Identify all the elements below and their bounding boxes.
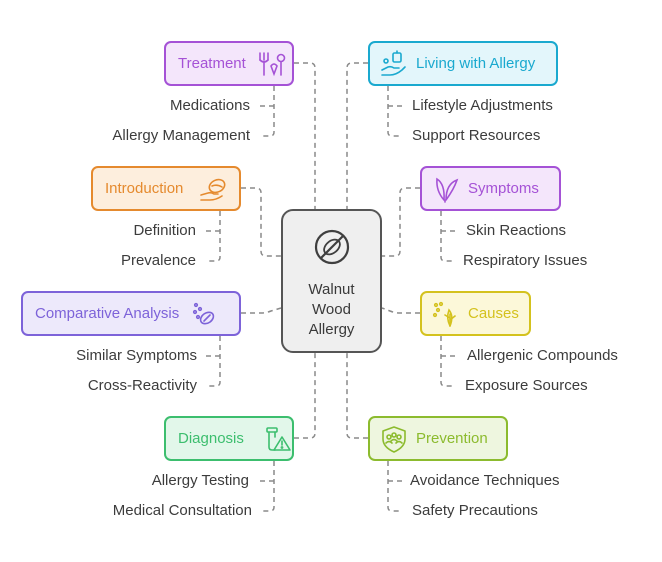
branch-comparative	[206, 336, 221, 387]
topic-introduction-label: Introduction	[105, 180, 184, 197]
topic-causes-label: Causes	[468, 305, 519, 322]
topic-living-with-allergy-label: Living with Allergy	[416, 55, 536, 72]
central-topic: Walnut Wood Allergy	[281, 209, 382, 353]
branch-introduction	[206, 211, 221, 262]
branch-treatment	[260, 86, 275, 137]
branch-diagnosis	[260, 461, 275, 512]
subtopic-allergenic-compounds: Allergenic Compounds	[467, 347, 618, 364]
connector-diagnosis	[294, 353, 316, 439]
topic-diagnosis-label: Diagnosis	[178, 430, 244, 447]
subtopic-definition: Definition	[133, 222, 196, 239]
pills-icon	[189, 300, 217, 328]
topic-symptoms-label: Symptoms	[468, 180, 539, 197]
topic-living-with-allergy[interactable]: Living with Allergy	[368, 41, 558, 86]
shield-people-icon	[380, 425, 408, 453]
branch-causes	[440, 336, 455, 387]
branch-symptoms	[440, 211, 455, 262]
connector-causes	[381, 307, 420, 314]
central-title-line-2: Wood	[312, 301, 351, 318]
subtopic-safety-precautions: Safety Precautions	[412, 502, 538, 519]
subtopic-medications: Medications	[169, 97, 250, 114]
subtopic-prevalence: Prevalence	[120, 252, 196, 269]
topic-causes[interactable]: Causes	[420, 291, 531, 336]
topic-comparative-analysis[interactable]: Comparative Analysis	[21, 291, 241, 336]
pollen-icon	[432, 300, 460, 328]
subtopic-exposure-sources: Exposure Sources	[465, 377, 588, 394]
topic-treatment[interactable]: Treatment	[164, 41, 294, 86]
topic-symptoms[interactable]: Symptoms	[420, 166, 561, 211]
subtopic-similar-symptoms: Similar Symptoms	[76, 347, 197, 364]
lab-test-icon	[264, 425, 292, 453]
central-title-line-1: Walnut	[308, 281, 355, 298]
topic-comparative-analysis-label: Comparative Analysis	[35, 305, 180, 322]
connector-treatment	[294, 62, 316, 209]
subtopic-allergy-testing: Allergy Testing	[151, 472, 249, 489]
subtopic-lifestyle-adjustments: Lifestyle Adjustments	[412, 97, 553, 114]
subtopic-medical-consultation: Medical Consultation	[112, 502, 252, 519]
branch-prevention	[387, 461, 402, 512]
leaf-icon	[432, 175, 460, 203]
no-walnut-icon	[312, 227, 352, 272]
connector-prevention	[346, 353, 368, 439]
subtopic-support-resources: Support Resources	[412, 127, 541, 144]
subtopic-cross-reactivity: Cross-Reactivity	[87, 377, 197, 394]
connector-introduction	[241, 187, 281, 257]
central-title-line-3: Allergy	[308, 321, 355, 338]
subtopic-skin-reactions: Skin Reactions	[466, 222, 567, 239]
subtopic-allergy-management: Allergy Management	[112, 127, 250, 144]
topic-diagnosis[interactable]: Diagnosis	[164, 416, 294, 461]
hand-care-icon	[380, 49, 408, 78]
connector-symptoms	[382, 187, 420, 257]
central-topic-title: Walnut Wood Allergy	[308, 280, 354, 340]
walnut-hand-icon	[199, 175, 229, 203]
topic-prevention[interactable]: Prevention	[368, 416, 508, 461]
topic-prevention-label: Prevention	[416, 430, 488, 447]
subtopic-avoidance-techniques: Avoidance Techniques	[410, 472, 560, 489]
branch-living	[387, 86, 402, 137]
connector-living	[346, 62, 368, 209]
subtopic-respiratory-issues: Respiratory Issues	[463, 252, 588, 269]
topic-introduction[interactable]: Introduction	[91, 166, 241, 211]
dining-utensils-icon	[256, 50, 286, 78]
topic-treatment-label: Treatment	[178, 55, 246, 72]
connector-comparative	[241, 307, 282, 314]
